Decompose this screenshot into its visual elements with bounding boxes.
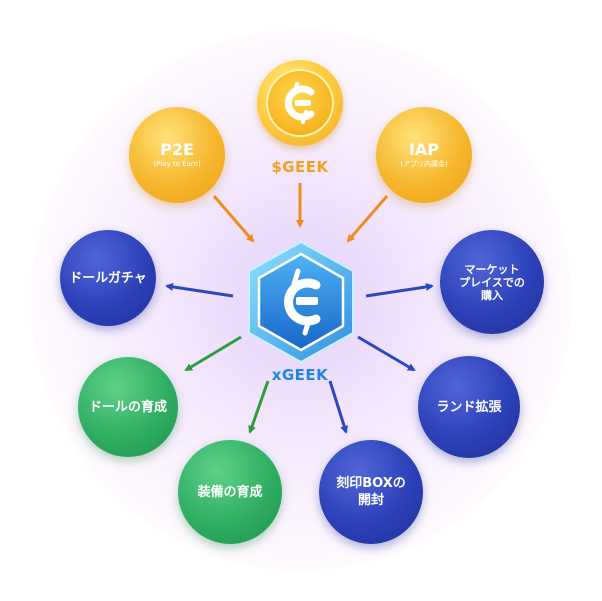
geek-coin (257, 60, 343, 146)
xgeek-token-label: xGEEK (271, 366, 329, 384)
geek-coin-icon (266, 69, 334, 137)
node-box-open-label: 刻印BOXの 開封 (336, 476, 406, 508)
arrow-iap-to-xgeek (346, 195, 389, 243)
arrow-to-doll-training (184, 335, 242, 372)
xgeek-hex-icon (248, 240, 354, 364)
node-box-open: 刻印BOXの 開封 (319, 440, 423, 544)
node-doll-gacha-label: ドールガチャ (69, 270, 147, 286)
node-doll-gacha: ドールガチャ (60, 230, 156, 326)
node-p2e: P2E (Play to Earn) (129, 107, 225, 203)
node-equipment-training-label: 装備の育成 (197, 484, 263, 500)
node-iap: IAP (アプリ内課金) (376, 107, 472, 203)
xgeek-token (240, 238, 362, 366)
node-marketplace: マーケット プレイスでの 購入 (440, 230, 544, 334)
node-doll-training-label: ドールの育成 (88, 399, 167, 415)
arrow-to-box-open (328, 380, 349, 434)
arrow-to-equipment-training (248, 380, 270, 434)
node-marketplace-label: マーケット プレイスでの 購入 (459, 262, 525, 302)
arrow-to-land-expansion (357, 335, 416, 372)
geek-token-label: $GEEK (271, 158, 329, 176)
node-iap-sublabel: (アプリ内課金) (400, 160, 448, 168)
node-iap-label: IAP (408, 140, 440, 159)
node-land-expansion-label: ランド拡張 (436, 399, 502, 415)
node-p2e-sublabel: (Play to Earn) (153, 160, 201, 168)
node-equipment-training: 装備の育成 (178, 440, 282, 544)
arrow-to-marketplace (365, 282, 434, 298)
arrow-p2e-to-xgeek (212, 195, 255, 243)
arrow-to-doll-gacha (165, 282, 234, 298)
node-land-expansion: ランド拡張 (418, 356, 520, 458)
node-p2e-label: P2E (160, 140, 194, 159)
node-doll-training: ドールの育成 (78, 357, 178, 457)
